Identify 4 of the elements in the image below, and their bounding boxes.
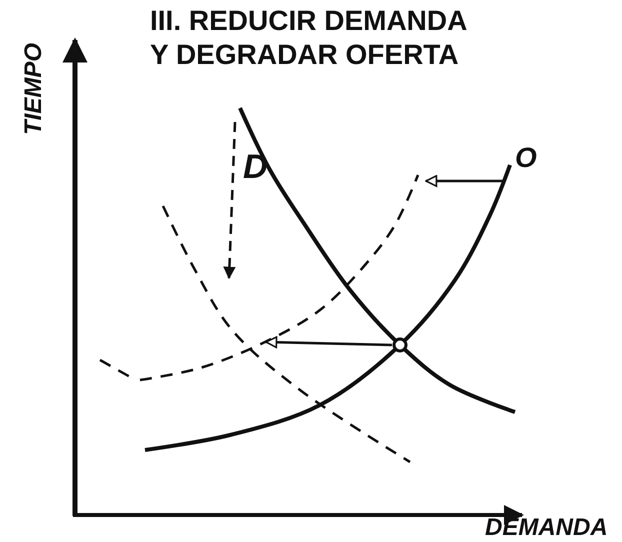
axis-label: TIEMPO <box>20 43 48 135</box>
title: III. REDUCIR DEMANDA Y DEGRADAR OFERTA <box>150 4 468 72</box>
axis-label: DEMANDA <box>485 514 608 542</box>
curve-label: O <box>515 142 537 174</box>
